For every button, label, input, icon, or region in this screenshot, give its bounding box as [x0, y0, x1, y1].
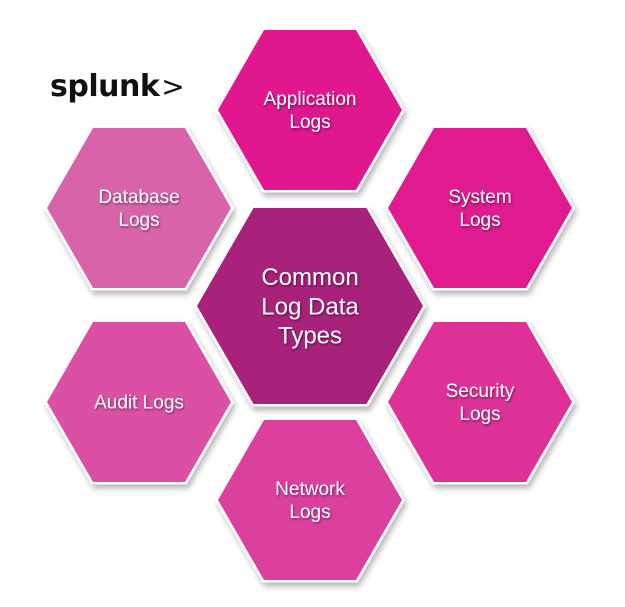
- hex-application-logs-label-line: Logs: [289, 112, 330, 133]
- hex-audit-logs-shape: [47, 322, 231, 482]
- hex-network-logs-shape: [218, 420, 402, 580]
- hex-database-logs-label-line: Logs: [118, 210, 159, 231]
- hex-security-logs-label-line: Logs: [459, 404, 500, 425]
- hex-network-logs-label-line: Network: [275, 479, 345, 500]
- hex-audit-logs-label-line: Audit Logs: [94, 393, 184, 414]
- hex-audit-logs: Audit Logs: [44, 319, 234, 485]
- hex-security-logs-label-line: Security: [446, 381, 515, 402]
- hex-system-logs-label-line: Logs: [459, 210, 500, 231]
- logo-chevron-icon: >: [161, 70, 185, 103]
- hex-application-logs-shape: [218, 30, 402, 190]
- hex-database-logs-shape: [47, 128, 231, 288]
- hex-center-common-log-data-types-label-line: Log Data: [261, 293, 359, 320]
- logo-text: splunk: [50, 69, 160, 104]
- hex-network-logs-label-line: Logs: [289, 502, 330, 523]
- hex-system-logs-shape: [388, 128, 572, 288]
- hex-center-common-log-data-types-label-line: Types: [278, 323, 342, 350]
- hex-database-logs-label-line: Database: [98, 187, 179, 208]
- hex-security-logs-shape: [388, 322, 572, 482]
- splunk-logo: splunk>: [50, 69, 185, 104]
- hex-center-common-log-data-types-shape: [197, 208, 423, 404]
- hex-center-common-log-data-types-label-line: Common: [261, 264, 358, 291]
- hex-system-logs-label-line: System: [448, 187, 511, 208]
- hex-application-logs-label-line: Application: [264, 89, 357, 110]
